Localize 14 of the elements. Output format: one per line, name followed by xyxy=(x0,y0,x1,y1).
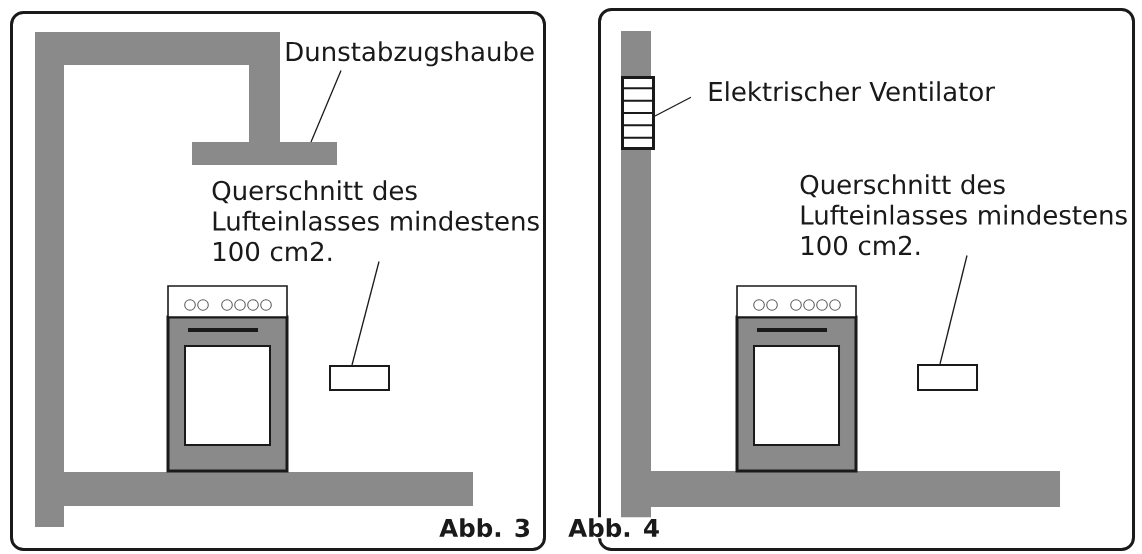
range-hood xyxy=(192,142,337,165)
leader-line xyxy=(310,69,342,143)
leader-line xyxy=(351,260,380,366)
leader-line xyxy=(939,254,968,365)
callout-label: Elektrischer Ventilator xyxy=(709,81,995,102)
leader-line xyxy=(654,96,692,117)
figure-caption: Abb. 4 xyxy=(567,517,661,539)
callout-label: Dunstabzugshaube xyxy=(286,41,534,67)
figure-caption: Abb. 3 xyxy=(438,517,532,539)
callout-label: Querschnitt des Lufteinlasses mindestens 100 cm2. xyxy=(212,180,539,262)
air-inlet xyxy=(917,364,978,391)
callout-label: Querschnitt des Lufteinlasses mindestens 100 cm2. xyxy=(800,174,1127,256)
air-inlet xyxy=(329,365,390,391)
fan-grille xyxy=(620,76,656,150)
